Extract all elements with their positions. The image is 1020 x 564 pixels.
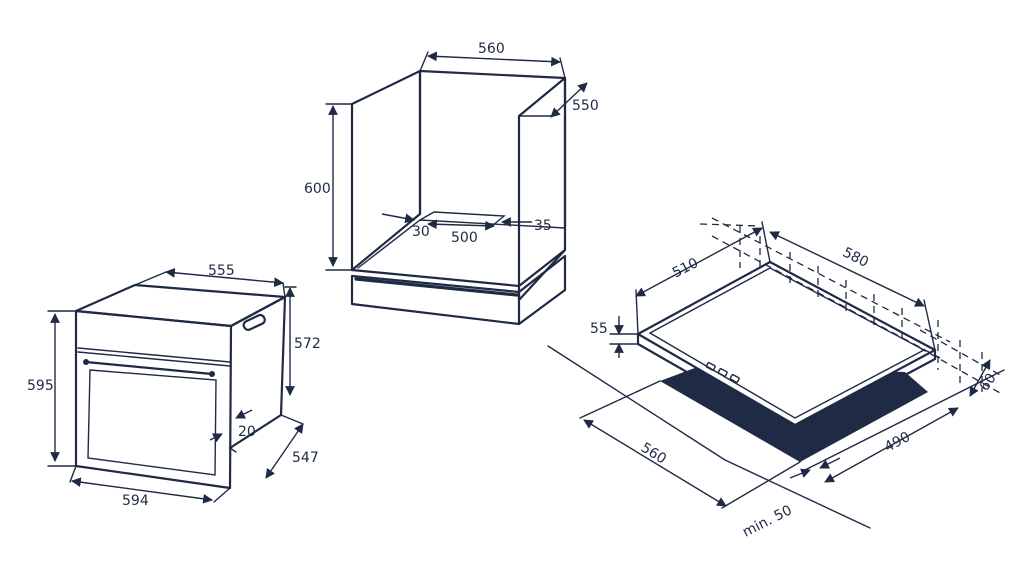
oven-body-height-label: 572 [294, 336, 321, 352]
cabinet-drawing [350, 69, 567, 326]
oven-door-offset-label: 20 [238, 424, 256, 440]
hob-cutout-depth-label: 490 [882, 429, 913, 456]
cabinet-depth-label: 550 [572, 98, 599, 114]
cabinet-width-label: 560 [478, 41, 505, 57]
hob-depth-label: 510 [670, 255, 701, 281]
cabinet-height-label: 600 [304, 181, 331, 197]
hob-drawing [547, 217, 1005, 529]
oven-width-label: 594 [122, 493, 149, 509]
hob-height-label: 55 [590, 321, 608, 337]
hob-width-label: 580 [840, 245, 871, 271]
oven-body-width-label: 555 [208, 263, 235, 279]
oven-dimensions [47, 267, 304, 504]
oven-drawing [74, 283, 287, 490]
hob-dimensions [579, 221, 991, 509]
cabinet-vent-width-label: 500 [451, 230, 478, 246]
cabinet-dimensions [325, 51, 588, 271]
oven-depth-label: 547 [292, 450, 319, 466]
hob-cutout-width-label: 560 [638, 440, 669, 468]
hob-min-distance-label: min. 50 [740, 502, 795, 540]
oven-height-label: 595 [27, 378, 54, 394]
cabinet-vent-left-label: 30 [412, 224, 430, 240]
cabinet-vent-right-label: 35 [534, 218, 552, 234]
